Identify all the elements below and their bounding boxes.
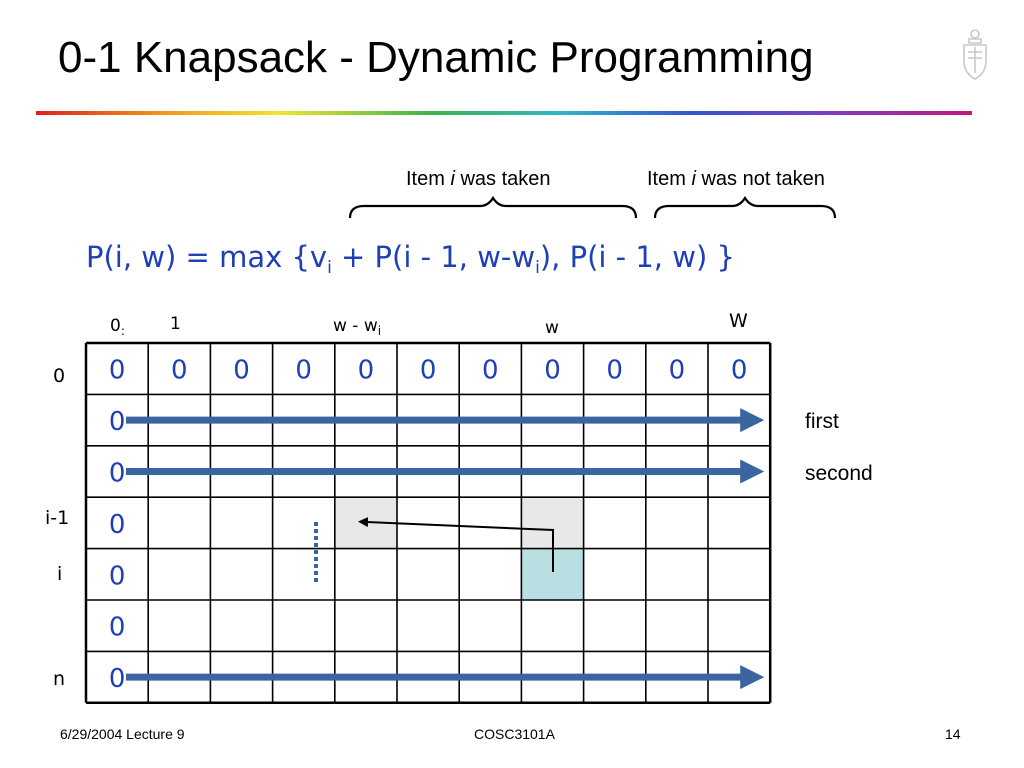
brace-label-not-taken: Item i was not taken	[647, 168, 825, 190]
row-fill-arrowhead	[740, 665, 765, 690]
col-label-w: w	[545, 318, 559, 338]
cell-value: 0	[233, 356, 250, 386]
cell-value: 0	[109, 356, 126, 386]
cell-value: 0	[544, 356, 561, 386]
col-label-0: 0:	[110, 316, 125, 338]
brace-taken	[348, 195, 638, 219]
crest-logo-icon	[963, 29, 987, 80]
cell-value: 0	[482, 356, 499, 386]
dependency-arrow	[358, 517, 554, 572]
recurrence-formula: P(i, w) = max {vi + P(i - 1, w-wi), P(i …	[86, 240, 735, 278]
cell-value: 0	[606, 356, 623, 386]
row-label-0: 0	[53, 365, 66, 387]
row-label-i: i	[57, 563, 63, 585]
col-label-w-minus-wi: w - wi	[333, 316, 382, 338]
cell-value: 0	[731, 356, 748, 386]
cell-value: 0	[109, 613, 126, 643]
cell-value: 0	[109, 664, 126, 694]
footer-course: COSC3101A	[474, 726, 555, 742]
footer-page-number: 14	[945, 726, 961, 742]
cell-value: 0	[669, 356, 686, 386]
cell-value: 0	[109, 510, 126, 540]
side-label-second: second	[805, 462, 873, 485]
side-label-first: first	[805, 410, 839, 433]
row-fill-arrowhead	[740, 459, 765, 484]
cell-value: 0	[295, 356, 312, 386]
col-label-1: 1	[170, 314, 181, 334]
cell-value: 0	[171, 356, 188, 386]
cell-value: 0	[109, 407, 126, 437]
row-fill-arrowhead	[740, 408, 765, 433]
cell-value: 0	[358, 356, 375, 386]
row-label-i-minus-1: i-1	[45, 507, 70, 529]
brace-not-taken	[653, 195, 837, 219]
footer-date: 6/29/2004 Lecture 9	[60, 726, 185, 742]
cell-value: 0	[109, 561, 126, 591]
title-rule	[36, 111, 972, 115]
cell-value: 0	[420, 356, 437, 386]
slide-title: 0-1 Knapsack - Dynamic Programming	[58, 33, 814, 82]
row-label-n: n	[53, 668, 66, 690]
col-label-W: W	[729, 310, 748, 332]
brace-label-taken: Item i was taken	[406, 168, 551, 190]
cell-value: 0	[109, 459, 126, 489]
